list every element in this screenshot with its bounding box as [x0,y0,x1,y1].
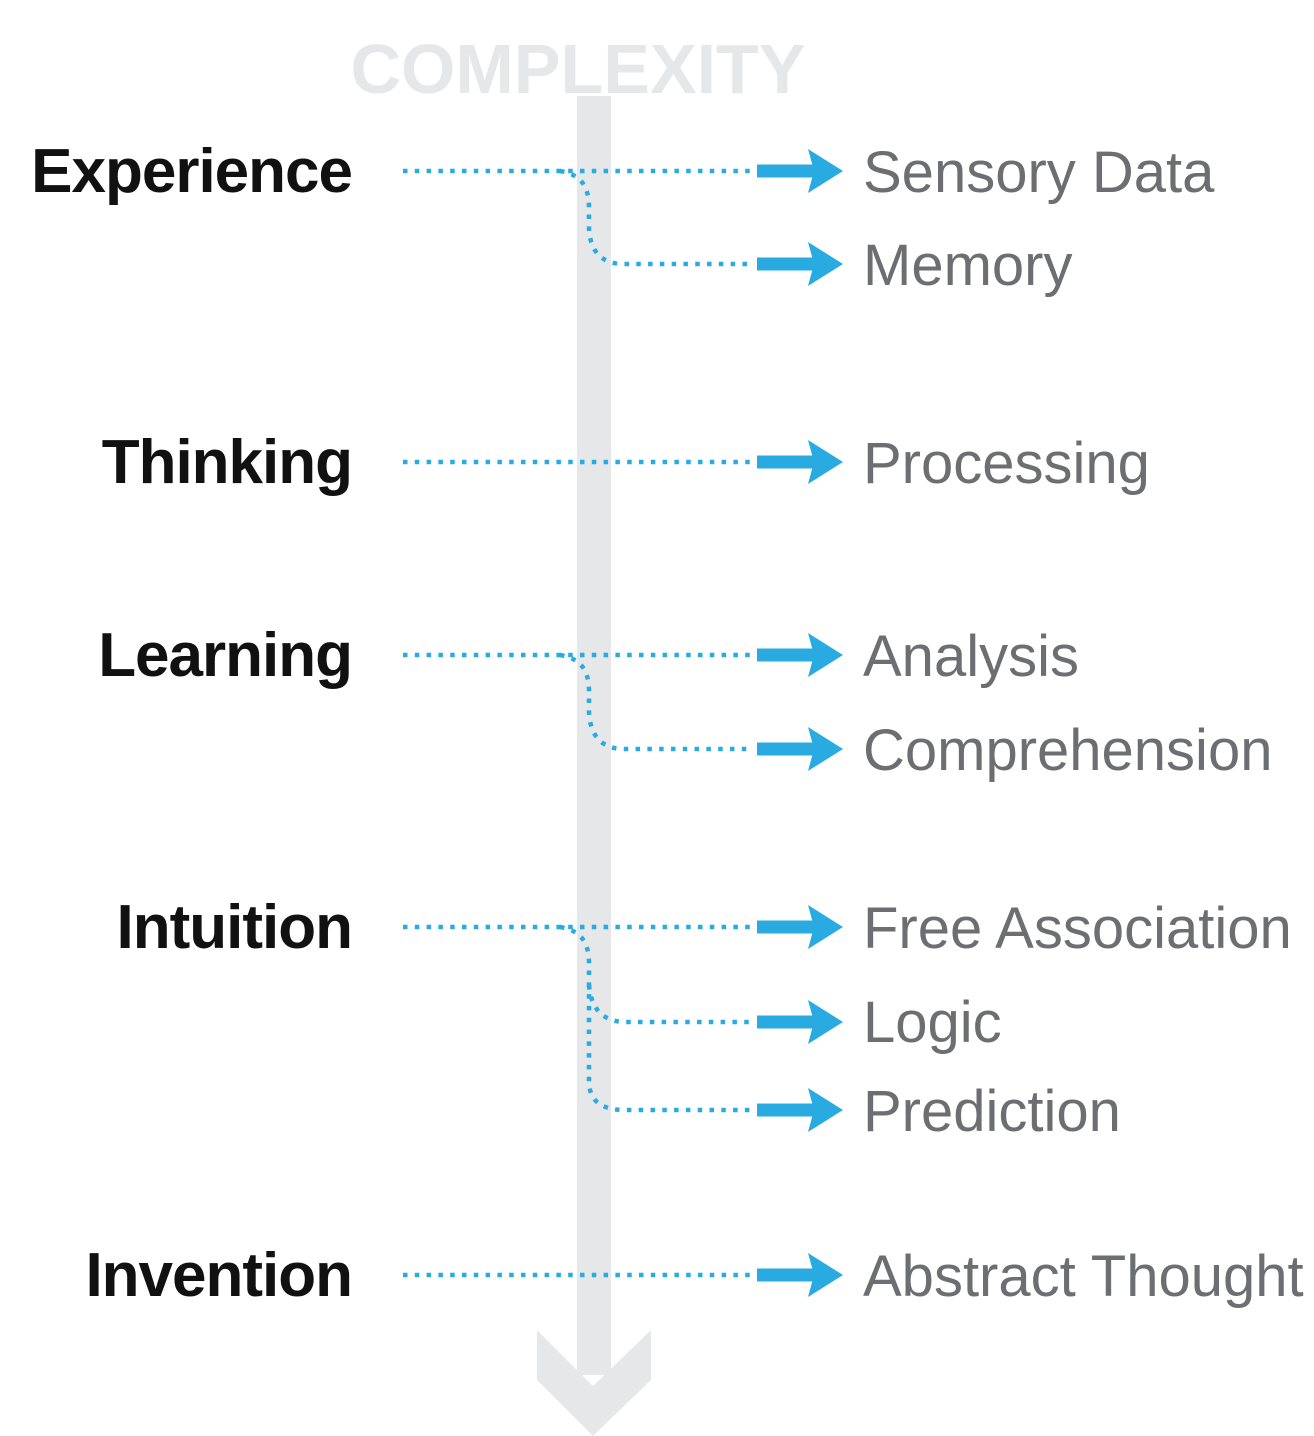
stage-label-invention: Invention [85,1240,353,1310]
output-label-sensory-data: Sensory Data [863,139,1215,205]
connector-experience-memory [559,168,750,267]
axis-arrow-head-icon [537,1330,651,1436]
complexity-axis-arrow [537,96,651,1436]
output-label-processing: Processing [863,430,1150,496]
stage-label-experience: Experience [31,136,353,206]
output-label-comprehension: Comprehension [863,717,1273,783]
arrow-right-icon [757,905,843,949]
output-label-analysis: Analysis [863,623,1079,689]
output-label-abstract-thought: Abstract Thought [863,1243,1304,1309]
arrow-right-icon [757,727,843,771]
output-label-logic: Logic [863,989,1002,1055]
arrow-right-icon [757,1253,843,1297]
output-label-memory: Memory [863,232,1073,298]
arrow-right-icon [757,1000,843,1044]
arrow-right-icon [757,1088,843,1132]
output-label-prediction: Prediction [863,1078,1121,1144]
arrow-right-icon [757,633,843,677]
arrow-right-icon [757,242,843,286]
connector-learning-comprehension [559,652,750,752]
output-label-free-association: Free Association [863,895,1292,961]
arrow-right-icon [757,440,843,484]
dotted-connectors [403,168,750,1278]
stage-label-learning: Learning [98,620,353,690]
connector-intuition-logic [586,984,750,1025]
stage-label-intuition: Intuition [116,892,353,962]
axis-title: COMPLEXITY [350,30,806,108]
arrow-right-icon [757,149,843,193]
stage-label-thinking: Thinking [101,427,353,497]
output-arrows [757,149,843,1297]
